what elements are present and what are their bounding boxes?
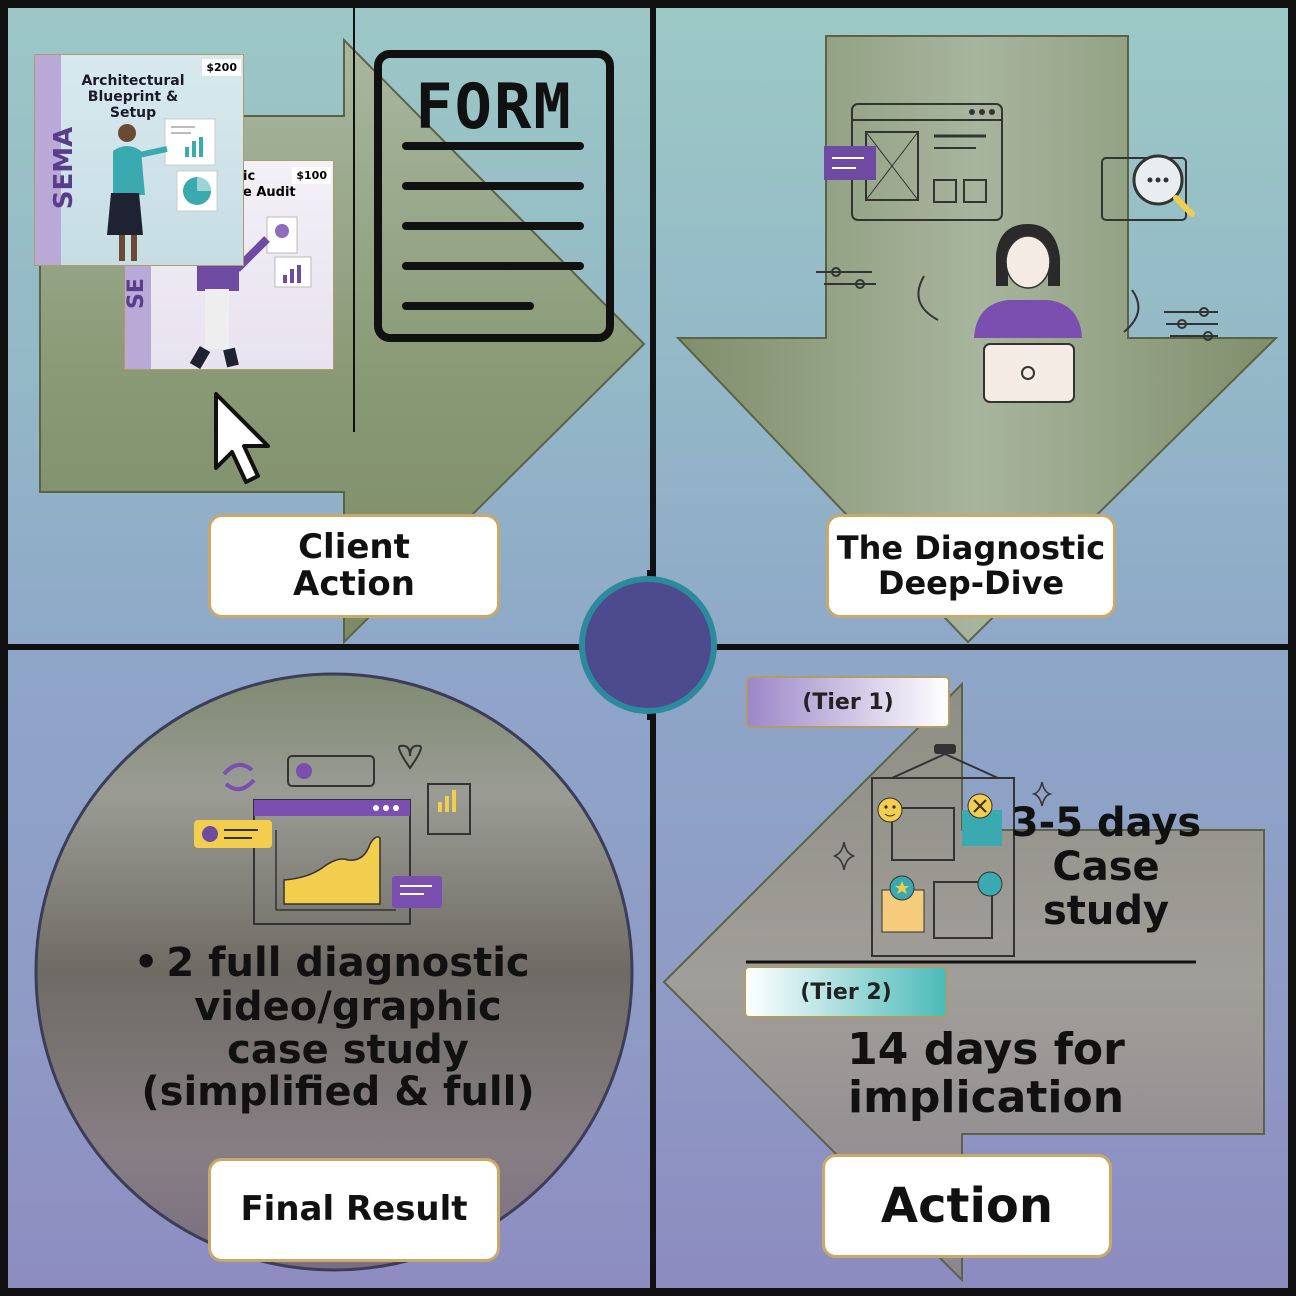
card-title-2: Blueprint & Setup [87, 89, 179, 121]
magnifier-icon [1101, 154, 1195, 221]
form-document-shape [374, 50, 614, 342]
panel-diagnostic: The Diagnostic Deep-Dive [656, 8, 1288, 644]
result-text-line-4: (simplified & full) [141, 1069, 535, 1115]
result-text-line-2: video/graphic [194, 984, 502, 1030]
sparkle-icon [833, 781, 1053, 871]
form-document-icon: FORM [374, 50, 614, 342]
refresh-icon [222, 762, 256, 792]
chart-card-icon [427, 783, 471, 835]
tier-1-text-line-3: study [1042, 888, 1170, 934]
final-result-label-text: Final Result [240, 1189, 468, 1230]
action-label: Action [822, 1154, 1112, 1258]
woman-laptop-illustration [816, 103, 1218, 403]
result-circle-shape [34, 672, 634, 1272]
down-arrow-shape [675, 35, 1279, 644]
tier-2-text-line-2: implication [847, 1072, 1125, 1123]
panel-action: (Tier 1) 3-5 days Case study (Tier 2) 14… [656, 650, 1288, 1288]
card-title-1: Architectural [81, 73, 185, 89]
form-title: FORM [415, 70, 573, 143]
tier-1-text-line-2: Case [1052, 844, 1160, 890]
tier-2-bar: (Tier 2) [744, 966, 948, 1018]
analytics-window-icon [194, 744, 471, 925]
center-circle [573, 570, 723, 720]
card-title-1: ic [243, 169, 256, 184]
mouse-cursor-icon [214, 392, 270, 484]
board-icon [833, 744, 1053, 957]
woman-icon [917, 224, 1140, 403]
tier-1-label: (Tier 1) [802, 689, 894, 715]
result-text-line-1: 2 full diagnostic [166, 940, 530, 986]
client-action-label: Client Action [208, 514, 500, 618]
audit-illustration [189, 216, 312, 369]
diagnostic-label: The Diagnostic Deep-Dive [826, 514, 1116, 618]
smiley-icon [877, 797, 903, 823]
tier-2-duration: 14 days for [847, 1024, 1125, 1075]
card-price: $200 [202, 59, 241, 76]
tier-1-duration: 3-5 days [1010, 800, 1202, 846]
presentation-illustration [107, 118, 218, 261]
result-text-line-3: case study [227, 1027, 469, 1073]
label-line-2: Deep-Dive [877, 564, 1065, 602]
star-icon [889, 875, 915, 901]
heart-icon [398, 744, 422, 770]
final-result-label: Final Result [208, 1158, 500, 1262]
label-line-1: Client [298, 526, 410, 567]
panel-client-action: SE $100 ic e Audit SEMA $200 Architectur… [8, 8, 650, 644]
card-price: $100 [292, 167, 331, 184]
action-label-text: Action [880, 1177, 1054, 1234]
card-brand-strip [35, 55, 61, 265]
result-bullet: • [134, 940, 159, 984]
wireframe-window-icon [824, 103, 1003, 221]
sliders-icon [816, 267, 1218, 341]
panel-final-result: • 2 full diagnostic video/graphic case s… [8, 650, 650, 1288]
card-title-2: e Audit [243, 185, 296, 200]
left-arrow-shape [662, 681, 1265, 1283]
label-line-2: Action [293, 564, 415, 604]
tier-2-label: (Tier 2) [800, 979, 892, 1005]
service-card-blueprint[interactable]: SEMA $200 Architectural Blueprint & Setu… [34, 54, 244, 266]
tier-1-bar: (Tier 1) [746, 676, 950, 728]
label-line-1: The Diagnostic [836, 528, 1106, 567]
